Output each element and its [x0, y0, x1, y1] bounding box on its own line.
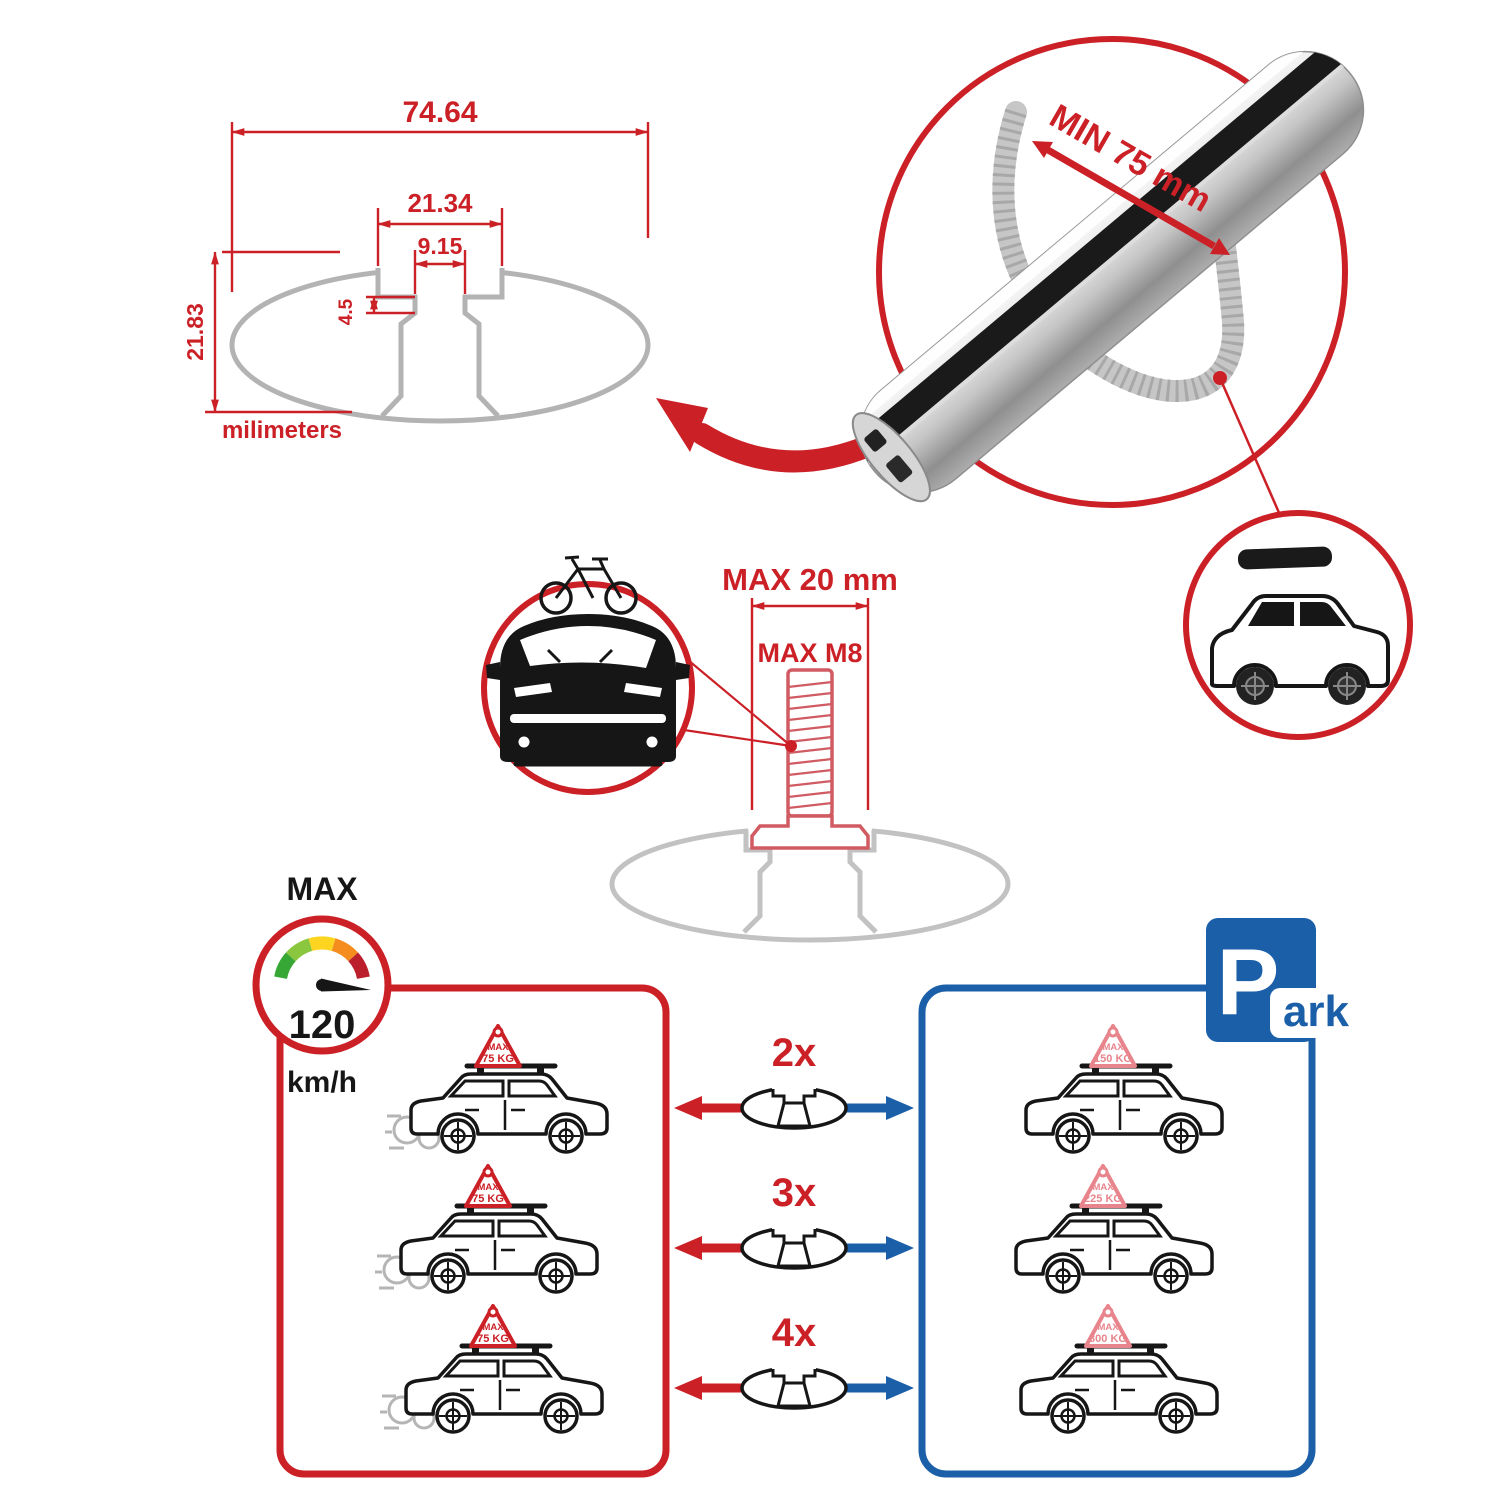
sign-load-label: 300 KG	[1089, 1333, 1127, 1345]
clamp-hoop	[992, 101, 1245, 402]
bolt-diagram: MAX 20 mm MAX M8	[609, 562, 1011, 943]
load-sign	[1084, 1304, 1132, 1348]
sign-ring-icon	[487, 1306, 499, 1318]
load-sign	[464, 1164, 512, 1208]
dim-height-label: 21.83	[182, 303, 208, 361]
bar-profile-ellipse	[229, 266, 651, 424]
sign-ring-icon	[492, 1026, 504, 1038]
speed-value: 120	[289, 1003, 356, 1047]
slot-opening-mask	[380, 256, 500, 284]
parked-panel	[918, 984, 1316, 1478]
rubber-strip	[850, 43, 1342, 463]
bike-car-badge	[481, 555, 695, 795]
sign-load-label: 75 KG	[482, 1053, 514, 1065]
dim-total-width-label: 74.64	[402, 96, 477, 129]
bar-count-row: 2x	[674, 1031, 914, 1130]
driving-row: MAX 75 KG	[383, 1024, 607, 1152]
gauge-pivot	[316, 979, 328, 991]
max-thread-label: MAX M8	[757, 638, 862, 668]
dimension-slot-inner: 9.15	[413, 233, 467, 294]
leader-line	[1218, 377, 1282, 516]
parked-row: MAX 300 KG	[1021, 1304, 1217, 1432]
rail-slot-left	[742, 830, 773, 934]
bar-cross-section-icon	[740, 1224, 848, 1270]
park-suffix: ark	[1283, 987, 1350, 1036]
bolt-head	[750, 814, 870, 850]
speed-unit: km/h	[287, 1066, 357, 1099]
bike-icon	[539, 555, 638, 615]
leader-line	[683, 728, 792, 748]
suv-icon	[1021, 1346, 1217, 1432]
zoom-arrow-head	[656, 398, 708, 452]
sign-max-label: MAX	[487, 1042, 509, 1053]
dimension-height: 21.83	[182, 250, 352, 414]
sign-load-label: 75 KG	[477, 1333, 509, 1345]
dim-lip-depth-label: 4.5	[336, 298, 357, 325]
profile-cross-section-diagram: 74.64 21.34 9.15 4.5 21.83 milimeters	[182, 96, 651, 444]
suv-icon	[1026, 1066, 1222, 1152]
load-sign	[474, 1024, 522, 1068]
parked-row: MAX 225 KG	[1016, 1164, 1212, 1292]
sign-max-label: MAX	[1092, 1182, 1114, 1193]
suv-icon	[1016, 1206, 1212, 1292]
park-letter: P	[1217, 929, 1280, 1034]
dimension-bolt-width: MAX 20 mm MAX M8	[722, 562, 898, 810]
sign-max-label: MAX	[477, 1182, 499, 1193]
bar-count-row: 4x	[674, 1311, 914, 1410]
driving-panel	[276, 984, 670, 1478]
sign-load-label: 75 KG	[472, 1193, 504, 1205]
gauge-arc	[274, 936, 370, 980]
load-sign	[1079, 1164, 1127, 1208]
sign-load-label: 225 KG	[1084, 1193, 1122, 1205]
roofbox-car-badge	[1183, 510, 1413, 740]
t-slot-left-wall	[375, 268, 418, 418]
t-bolt	[750, 668, 870, 850]
rail-slot-right	[847, 830, 878, 934]
sign-load-label: 150 KG	[1094, 1053, 1132, 1065]
multiplier-label: 2x	[772, 1031, 817, 1075]
bar-closeup-badge: MIN 75 mm	[837, 28, 1365, 516]
load-sign	[469, 1304, 517, 1348]
driving-row: MAX 75 KG	[378, 1304, 602, 1432]
bolt-leader-dot	[785, 740, 797, 752]
sign-ring-icon	[1107, 1026, 1119, 1038]
sign-max-label: MAX	[1097, 1322, 1119, 1333]
speed-max-label: MAX	[286, 871, 358, 907]
zoom-arrow	[656, 398, 879, 473]
car-front-icon	[486, 614, 690, 767]
sign-max-label: MAX	[1102, 1042, 1124, 1053]
t-slot-right-wall	[462, 268, 505, 418]
crossbar	[837, 28, 1365, 503]
sign-ring-icon	[1097, 1166, 1109, 1178]
sign-ring-icon	[1102, 1306, 1114, 1318]
sign-ring-icon	[482, 1166, 494, 1178]
roof-box	[1237, 546, 1333, 570]
load-sign	[1089, 1024, 1137, 1068]
park-sign: P ark	[1206, 918, 1362, 1042]
sign-max-label: MAX	[482, 1322, 504, 1333]
max-width-label: MAX 20 mm	[722, 562, 898, 597]
suv-roofbox-icon	[1210, 546, 1390, 705]
leader-line	[687, 659, 792, 747]
parked-row: MAX 150 KG	[1026, 1024, 1222, 1152]
driving-row: MAX 75 KG	[373, 1164, 597, 1292]
bar-cross-section-icon	[740, 1364, 848, 1410]
dimension-slot-outer: 21.34	[376, 188, 504, 266]
dim-slot-outer-label: 21.34	[407, 188, 473, 218]
multiplier-label: 4x	[772, 1311, 817, 1355]
park-suffix-plate	[1270, 988, 1362, 1038]
dimension-total-width: 74.64	[230, 96, 650, 292]
speed-gauge: MAX 120 km/h	[252, 871, 392, 1099]
bar-count-row: 3x	[674, 1171, 914, 1270]
multiplier-label: 3x	[772, 1171, 817, 1215]
dimension-lip-depth: 4.5	[336, 295, 415, 325]
unit-label: milimeters	[222, 417, 342, 444]
gauge-needle	[321, 978, 371, 992]
dim-slot-inner-label: 9.15	[418, 233, 463, 259]
bar-cross-section-icon	[740, 1084, 848, 1130]
